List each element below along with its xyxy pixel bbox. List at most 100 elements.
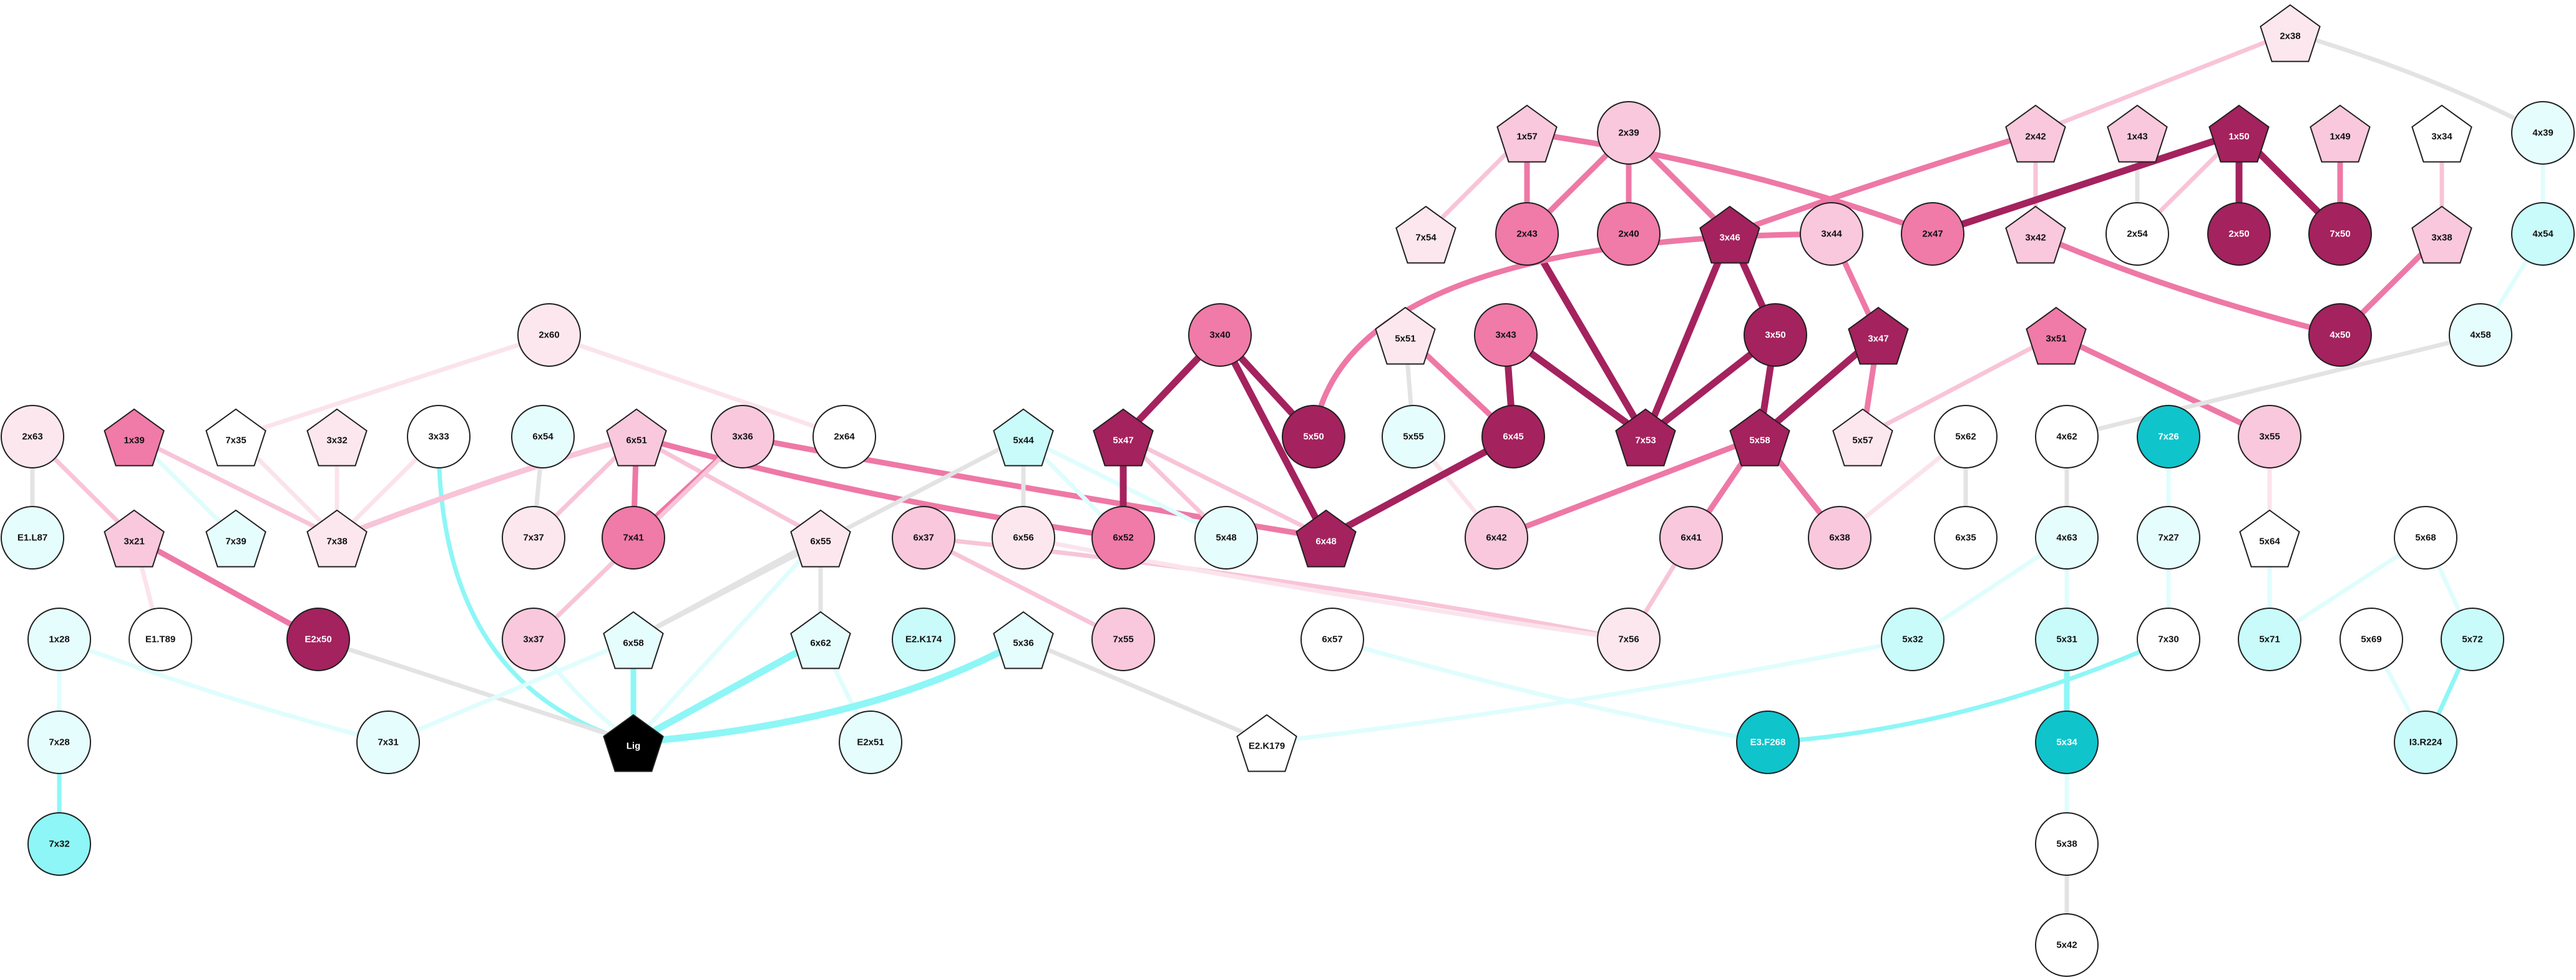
node-6x48[interactable]: 6x48 bbox=[1295, 509, 1357, 568]
node-6x54[interactable]: 6x54 bbox=[511, 405, 575, 468]
node-5x68[interactable]: 5x68 bbox=[2394, 506, 2457, 570]
node-2x54[interactable]: 2x54 bbox=[2105, 202, 2169, 266]
node-6x35[interactable]: 6x35 bbox=[1934, 506, 1998, 570]
node-3x50[interactable]: 3x50 bbox=[1744, 303, 1807, 367]
node-circle bbox=[1495, 202, 1559, 266]
node-e2x51[interactable]: E2x51 bbox=[839, 711, 902, 774]
node-5x34[interactable]: 5x34 bbox=[2035, 711, 2099, 774]
node-7x26[interactable]: 7x26 bbox=[2137, 405, 2200, 468]
node-6x51[interactable]: 6x51 bbox=[606, 408, 667, 467]
node-1x43[interactable]: 1x43 bbox=[2107, 104, 2168, 163]
node-2x50[interactable]: 2x50 bbox=[2207, 202, 2271, 266]
node-6x52[interactable]: 6x52 bbox=[1091, 506, 1155, 570]
node-5x48[interactable]: 5x48 bbox=[1194, 506, 1258, 570]
node-circle bbox=[1659, 506, 1723, 570]
node-e2-k179[interactable]: E2.K179 bbox=[1236, 714, 1297, 772]
node-5x42[interactable]: 5x42 bbox=[2035, 913, 2099, 977]
node-4x58[interactable]: 4x58 bbox=[2449, 303, 2512, 367]
node-5x57[interactable]: 5x57 bbox=[1832, 408, 1893, 467]
node-3x51[interactable]: 3x51 bbox=[2026, 306, 2087, 365]
node-5x44[interactable]: 5x44 bbox=[993, 408, 1054, 467]
node-2x60[interactable]: 2x60 bbox=[517, 303, 581, 367]
node-4x50[interactable]: 4x50 bbox=[2308, 303, 2372, 367]
node-3x40[interactable]: 3x40 bbox=[1188, 303, 1252, 367]
node-7x55[interactable]: 7x55 bbox=[1091, 608, 1155, 671]
node-3x37[interactable]: 3x37 bbox=[502, 608, 565, 671]
node-pentagon bbox=[1729, 408, 1790, 467]
node-6x38[interactable]: 6x38 bbox=[1808, 506, 1871, 570]
node-2x39[interactable]: 2x39 bbox=[1597, 101, 1661, 165]
node-7x28[interactable]: 7x28 bbox=[27, 711, 91, 774]
node-7x27[interactable]: 7x27 bbox=[2137, 506, 2200, 570]
node-2x43[interactable]: 2x43 bbox=[1495, 202, 1559, 266]
node-5x51[interactable]: 5x51 bbox=[1375, 306, 1436, 365]
node-4x39[interactable]: 4x39 bbox=[2511, 101, 2575, 165]
node-5x36[interactable]: 5x36 bbox=[993, 611, 1054, 669]
node-1x49[interactable]: 1x49 bbox=[2310, 104, 2371, 163]
node-7x31[interactable]: 7x31 bbox=[356, 711, 420, 774]
node-4x54[interactable]: 4x54 bbox=[2511, 202, 2575, 266]
node-1x50[interactable]: 1x50 bbox=[2208, 104, 2270, 163]
node-6x42[interactable]: 6x42 bbox=[1465, 506, 1528, 570]
node-5x38[interactable]: 5x38 bbox=[2035, 812, 2099, 876]
node-3x34[interactable]: 3x34 bbox=[2411, 104, 2472, 163]
node-5x55[interactable]: 5x55 bbox=[1382, 405, 1445, 468]
node-circle bbox=[129, 608, 192, 671]
node-e3-f268[interactable]: E3.F268 bbox=[1736, 711, 1800, 774]
node-5x71[interactable]: 5x71 bbox=[2238, 608, 2301, 671]
node-5x62[interactable]: 5x62 bbox=[1934, 405, 1998, 468]
node-5x50[interactable]: 5x50 bbox=[1282, 405, 1345, 468]
node-i3-r224[interactable]: I3.R224 bbox=[2394, 711, 2457, 774]
node-2x42[interactable]: 2x42 bbox=[2005, 104, 2066, 163]
node-5x31[interactable]: 5x31 bbox=[2035, 608, 2099, 671]
node-3x36[interactable]: 3x36 bbox=[711, 405, 774, 468]
node-5x69[interactable]: 5x69 bbox=[2339, 608, 2403, 671]
node-3x47[interactable]: 3x47 bbox=[1848, 306, 1909, 365]
node-6x55[interactable]: 6x55 bbox=[790, 509, 851, 568]
node-5x64[interactable]: 5x64 bbox=[2239, 509, 2300, 568]
node-6x37[interactable]: 6x37 bbox=[892, 506, 955, 570]
node-3x32[interactable]: 3x32 bbox=[306, 408, 368, 467]
edge-e2x50-lig bbox=[316, 637, 636, 745]
node-5x72[interactable]: 5x72 bbox=[2441, 608, 2504, 671]
edge-1x28-7x31 bbox=[57, 637, 391, 745]
node-2x64[interactable]: 2x64 bbox=[812, 405, 876, 468]
node-e1-l87[interactable]: E1.L87 bbox=[1, 506, 64, 570]
node-4x62[interactable]: 4x62 bbox=[2035, 405, 2099, 468]
edge-5x58-6x42 bbox=[1493, 434, 1763, 541]
node-5x32[interactable]: 5x32 bbox=[1881, 608, 1944, 671]
node-e2-k174[interactable]: E2.K174 bbox=[892, 608, 955, 671]
node-2x38[interactable]: 2x38 bbox=[2260, 4, 2321, 62]
node-3x55[interactable]: 3x55 bbox=[2238, 405, 2301, 468]
node-6x56[interactable]: 6x56 bbox=[992, 506, 1055, 570]
node-3x33[interactable]: 3x33 bbox=[407, 405, 471, 468]
node-6x45[interactable]: 6x45 bbox=[1481, 405, 1545, 468]
node-e2x50[interactable]: E2x50 bbox=[286, 608, 350, 671]
node-6x62[interactable]: 6x62 bbox=[790, 611, 851, 669]
node-3x38[interactable]: 3x38 bbox=[2411, 205, 2472, 264]
node-6x57[interactable]: 6x57 bbox=[1300, 608, 1364, 671]
node-3x43[interactable]: 3x43 bbox=[1474, 303, 1538, 367]
node-7x50[interactable]: 7x50 bbox=[2308, 202, 2372, 266]
node-e1-t89[interactable]: E1.T89 bbox=[129, 608, 192, 671]
node-6x58[interactable]: 6x58 bbox=[603, 611, 664, 669]
node-7x30[interactable]: 7x30 bbox=[2137, 608, 2200, 671]
node-1x28[interactable]: 1x28 bbox=[27, 608, 91, 671]
node-3x42[interactable]: 3x42 bbox=[2005, 205, 2066, 264]
node-4x63[interactable]: 4x63 bbox=[2035, 506, 2099, 570]
node-pentagon bbox=[1699, 205, 1760, 264]
node-6x41[interactable]: 6x41 bbox=[1659, 506, 1723, 570]
node-2x63[interactable]: 2x63 bbox=[1, 405, 64, 468]
node-7x56[interactable]: 7x56 bbox=[1597, 608, 1661, 671]
edge-3x51-3x55 bbox=[2053, 332, 2273, 440]
node-circle bbox=[839, 711, 902, 774]
node-3x44[interactable]: 3x44 bbox=[1800, 202, 1863, 266]
node-2x40[interactable]: 2x40 bbox=[1597, 202, 1661, 266]
node-2x47[interactable]: 2x47 bbox=[1901, 202, 1964, 266]
node-7x37[interactable]: 7x37 bbox=[502, 506, 565, 570]
node-7x41[interactable]: 7x41 bbox=[602, 506, 665, 570]
node-1x39[interactable]: 1x39 bbox=[104, 408, 165, 467]
node-1x57[interactable]: 1x57 bbox=[1496, 104, 1558, 163]
node-7x35[interactable]: 7x35 bbox=[205, 408, 266, 467]
node-7x32[interactable]: 7x32 bbox=[27, 812, 91, 876]
